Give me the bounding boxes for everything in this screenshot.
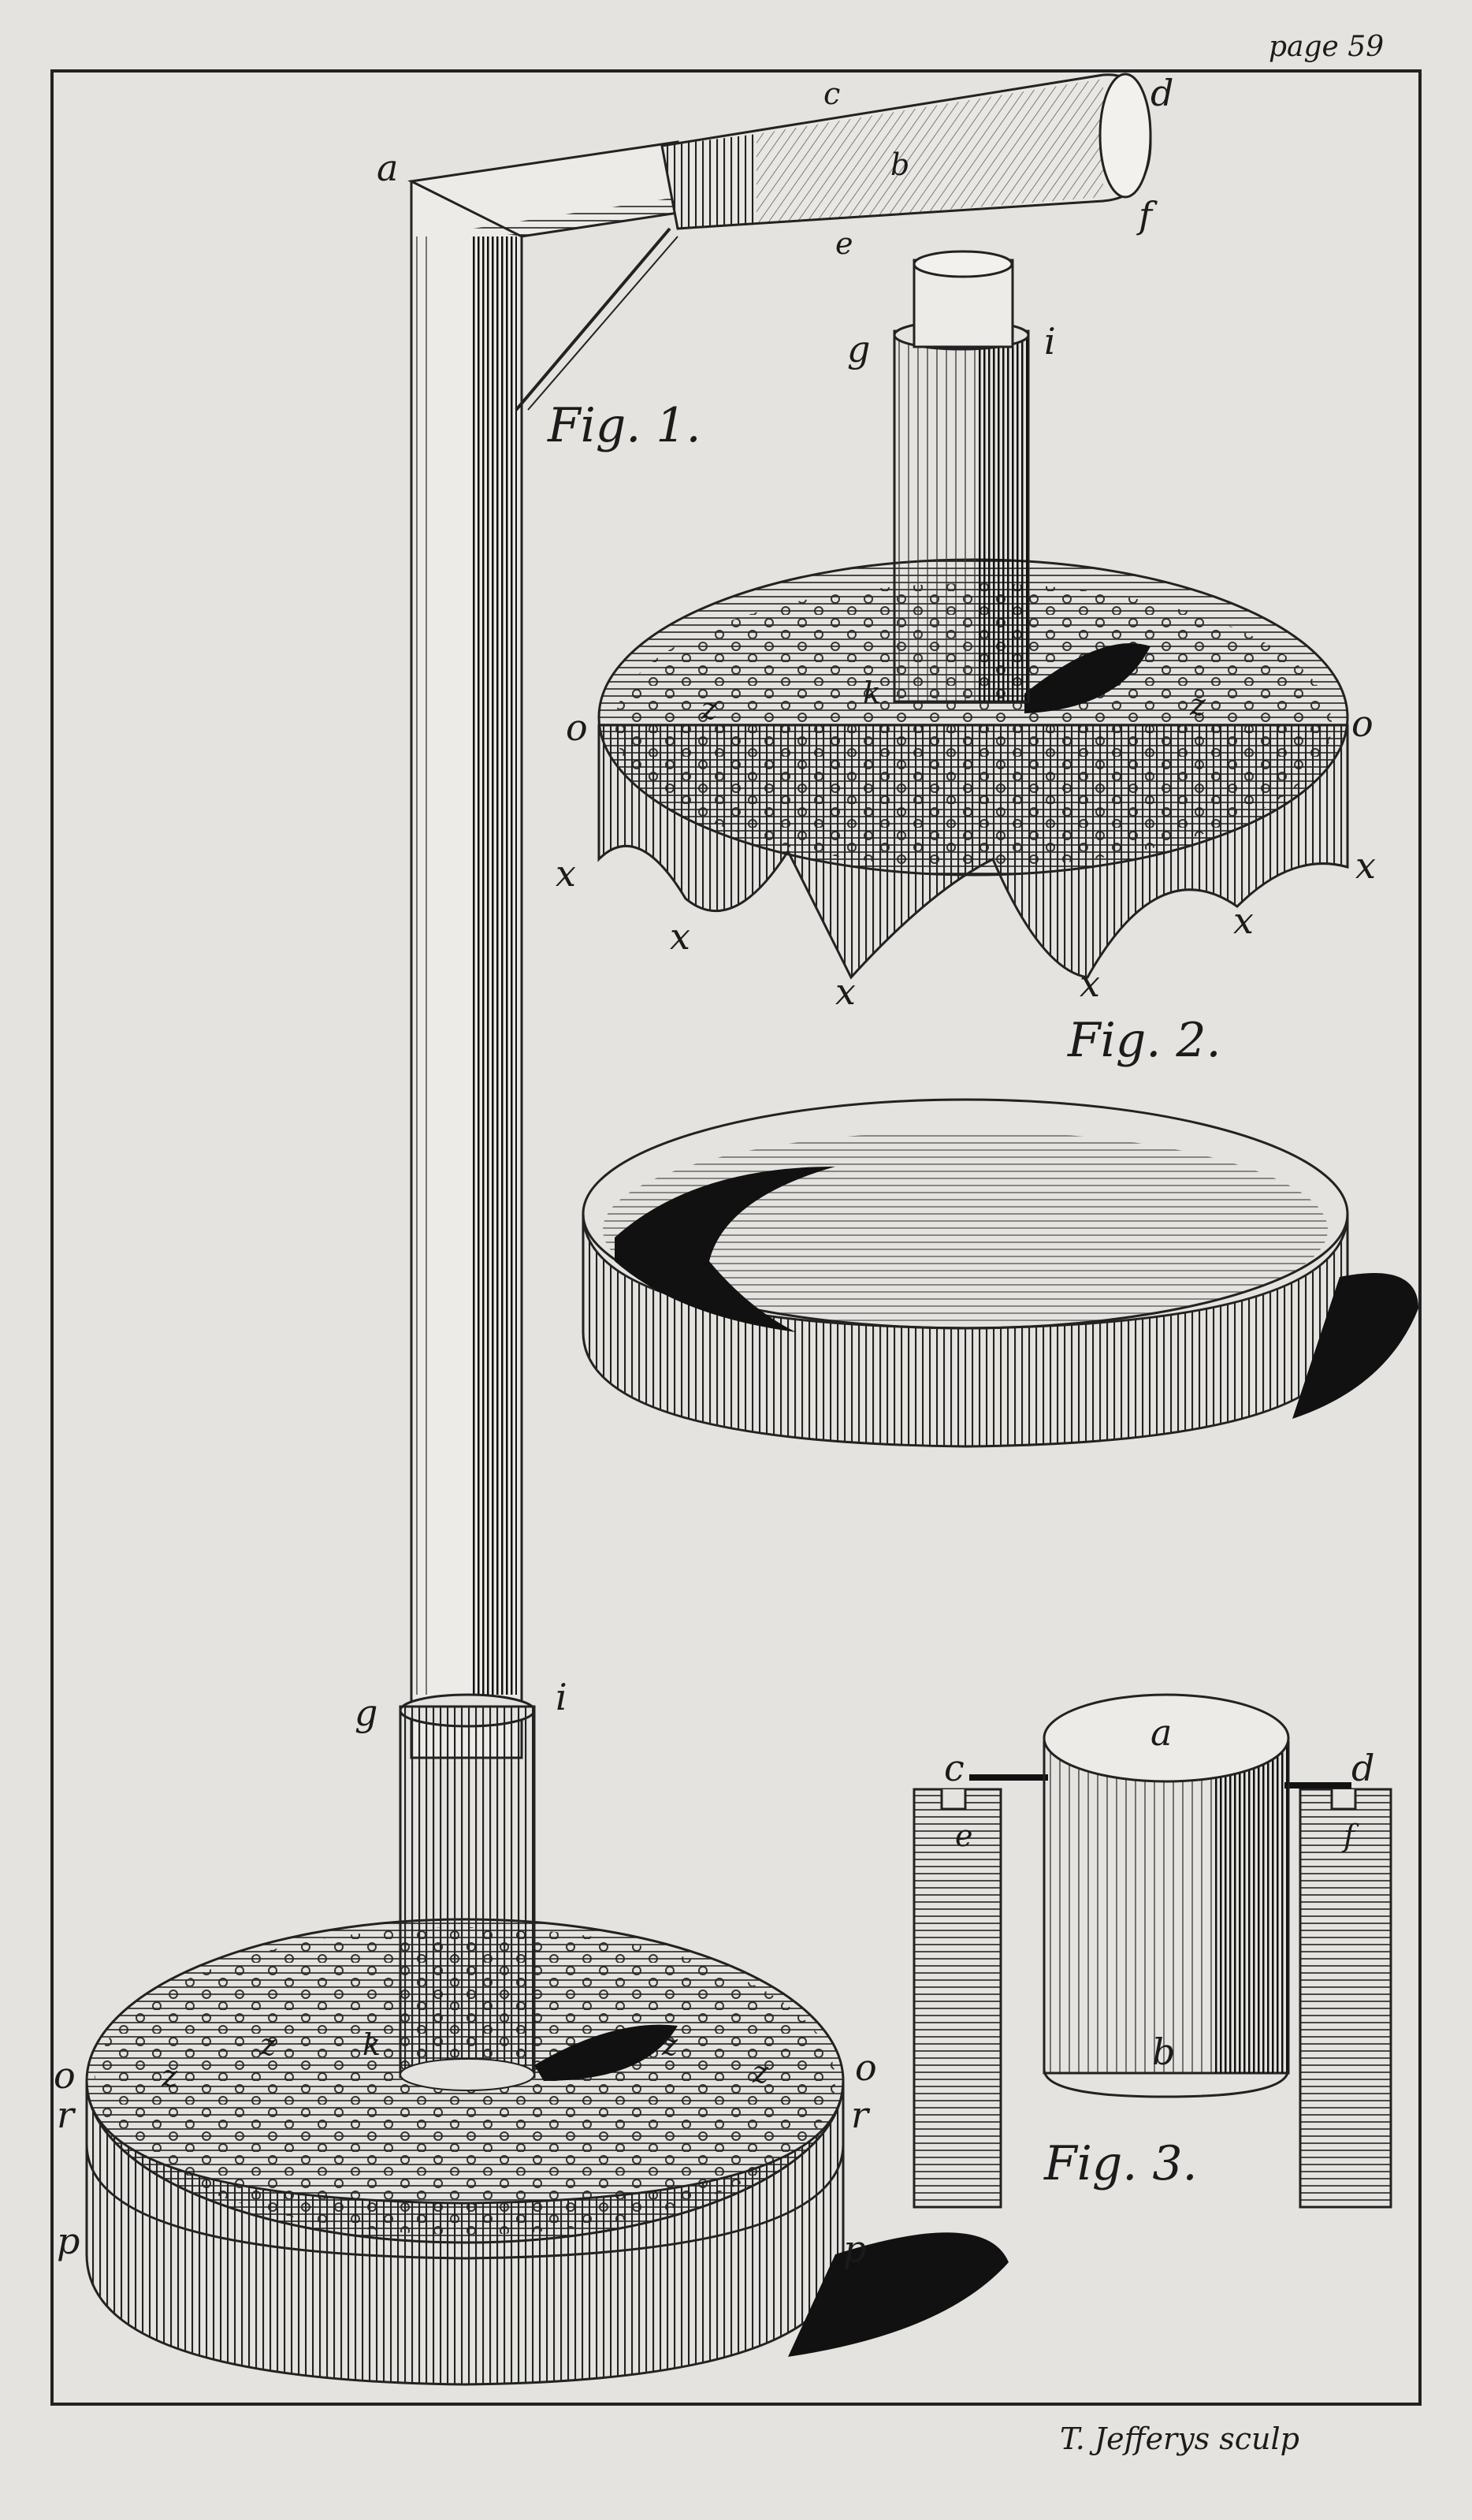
plate-border bbox=[50, 69, 1422, 2406]
fig1-caption: Fig. 1. bbox=[548, 398, 701, 453]
label-x-2: x bbox=[670, 915, 690, 958]
label-x-5: x bbox=[1233, 899, 1254, 942]
label-i-fig2: i bbox=[1044, 320, 1056, 363]
label-o-fig1-left: o bbox=[54, 2054, 76, 2097]
label-x-6: x bbox=[1355, 844, 1376, 887]
page-number: page 59 bbox=[1269, 31, 1385, 63]
label-e: e bbox=[835, 226, 853, 261]
fig2-ring bbox=[582, 1098, 1418, 1448]
label-z-fig2-b: z bbox=[1190, 687, 1206, 722]
label-p-left: p bbox=[57, 2220, 80, 2262]
label-p-right: p bbox=[843, 2228, 867, 2270]
label-f: f bbox=[1139, 194, 1153, 236]
fig2-caption: Fig. 2. bbox=[1068, 1013, 1221, 1068]
fig2-disk bbox=[597, 250, 1349, 980]
label-d: d bbox=[1150, 72, 1174, 114]
label-i-fig1: i bbox=[556, 1676, 567, 1718]
label-o-fig1-right: o bbox=[855, 2046, 877, 2089]
label-z-fig2-a: z bbox=[701, 691, 718, 726]
fig3-caption: Fig. 3. bbox=[1044, 2136, 1198, 2191]
engraver-signature: T. Jefferys sculp bbox=[1060, 2421, 1299, 2456]
label-b-fig3: b bbox=[1152, 2031, 1176, 2073]
label-z-fig1-d: z bbox=[753, 2055, 769, 2090]
label-e-fig3: e bbox=[955, 1818, 973, 1853]
label-f-fig3: f bbox=[1344, 1818, 1355, 1853]
label-z-fig1-a: z bbox=[260, 2027, 277, 2062]
fig1-apparatus bbox=[85, 73, 1152, 2386]
label-x-3: x bbox=[835, 970, 856, 1013]
label-r-left: r bbox=[57, 2094, 74, 2136]
label-o-fig2-right: o bbox=[1351, 702, 1373, 745]
label-k-fig1: k bbox=[362, 2027, 381, 2062]
label-x-4: x bbox=[1080, 962, 1100, 1005]
label-c: c bbox=[823, 76, 841, 111]
label-r-right: r bbox=[851, 2094, 868, 2136]
label-c-fig3: c bbox=[944, 1747, 965, 1789]
label-k-fig2: k bbox=[863, 676, 882, 710]
label-d-fig3: d bbox=[1351, 1747, 1375, 1789]
label-g-fig1: g bbox=[355, 1692, 378, 1734]
fig3-cross-section bbox=[913, 1693, 1392, 2209]
label-x-1: x bbox=[556, 852, 576, 895]
label-a-fig3: a bbox=[1150, 1711, 1173, 1754]
label-b: b bbox=[890, 147, 910, 182]
label-z-fig1-b: z bbox=[662, 2027, 678, 2062]
label-z-fig1-c: z bbox=[162, 2059, 178, 2094]
label-g-fig2: g bbox=[847, 328, 871, 370]
label-a: a bbox=[377, 147, 399, 189]
label-o-fig2-left: o bbox=[566, 706, 588, 749]
